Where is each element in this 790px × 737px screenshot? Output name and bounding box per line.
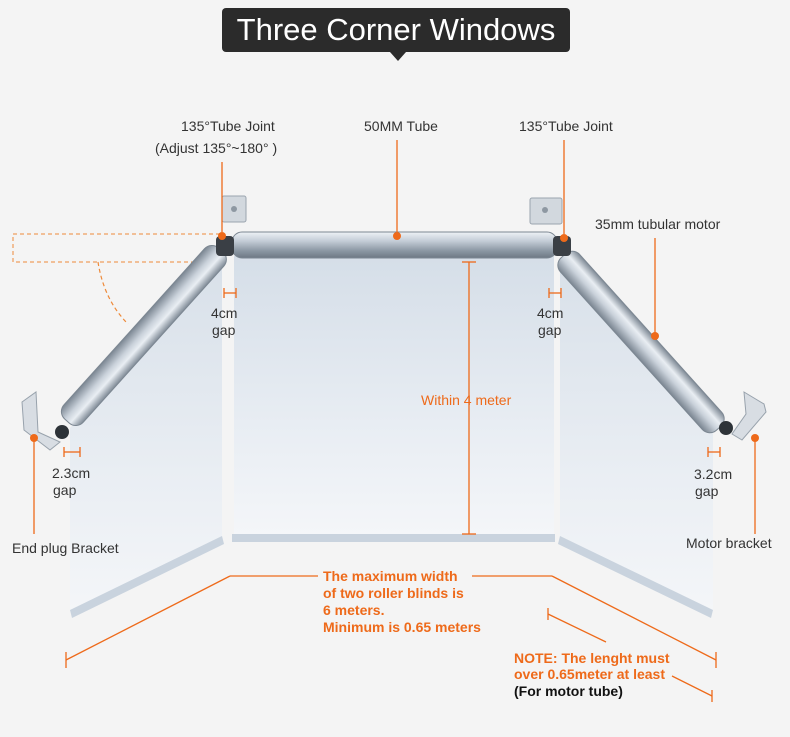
note-motor-line1: NOTE: The lenght must (514, 650, 670, 666)
page-title: Three Corner Windows (236, 12, 556, 47)
note-motor-line2: over 0.65meter at least (514, 666, 665, 682)
label-joint-left: 135°Tube Joint (181, 118, 275, 134)
note-motor-line3: (For motor tube) (514, 683, 623, 699)
label-end-plug: End plug Bracket (12, 540, 119, 556)
joint-bracket-right (529, 197, 563, 225)
label-gap-right-word: gap (538, 322, 562, 338)
label-gap-end-word: gap (53, 482, 77, 498)
end-plug-bracket (21, 391, 61, 451)
label-gap-end-value: 2.3cm (52, 465, 91, 481)
end-plug-cap (55, 425, 69, 439)
blind-fabric-center (232, 256, 555, 542)
note-width-line2: of two roller blinds is (323, 585, 464, 601)
note-width-line4: Minimum is 0.65 meters (323, 619, 481, 635)
label-motor: 35mm tubular motor (595, 216, 721, 232)
tube-joint-left (216, 236, 234, 256)
label-tube-center: 50MM Tube (364, 118, 438, 134)
label-gap-motor-value: 3.2cm (694, 466, 733, 482)
blind-fabric-right (558, 262, 713, 618)
label-gap-left-value: 4cm (211, 305, 238, 321)
blind-fabric-left (70, 264, 224, 618)
label-gap-left-word: gap (212, 322, 236, 338)
label-gap-right-value: 4cm (537, 305, 564, 321)
label-height: Within 4 meter (421, 392, 512, 408)
note-width-line3: 6 meters. (323, 602, 385, 618)
label-joint-left-adjust: (Adjust 135°~180° ) (155, 140, 278, 156)
note-width-line1: The maximum width (323, 568, 458, 584)
joint-bracket-left (221, 195, 247, 223)
motor-bracket (731, 391, 767, 441)
title-banner: Three Corner Windows (222, 8, 570, 52)
label-motor-bracket: Motor bracket (686, 535, 772, 551)
label-joint-right: 135°Tube Joint (519, 118, 613, 134)
leader-lines (30, 140, 759, 702)
label-gap-motor-word: gap (695, 483, 719, 499)
title-pointer (390, 52, 406, 61)
